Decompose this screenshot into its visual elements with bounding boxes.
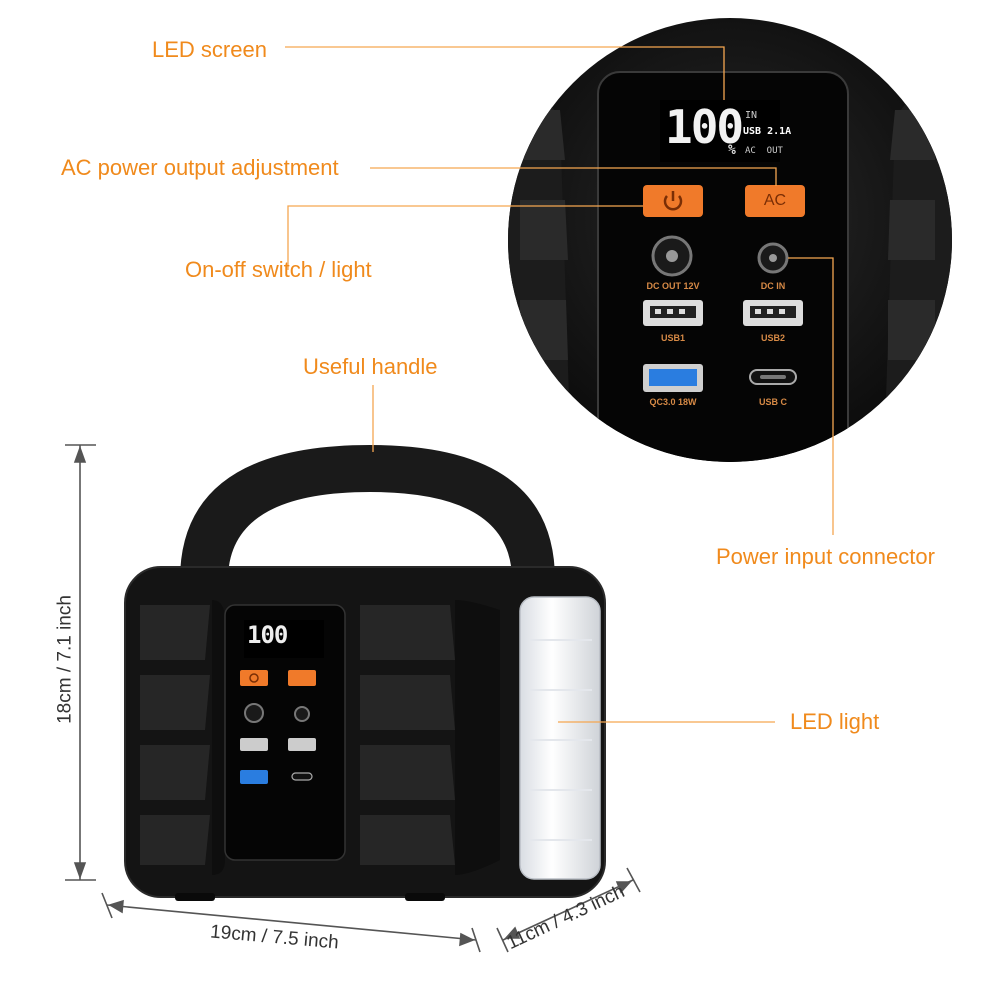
callout-ac-adjust: AC power output adjustment [61,155,339,180]
callout-led-light: LED light [790,709,880,734]
zoom-lcd-usb: USB 2.1A [743,126,792,137]
zoom-dc-in-port [757,242,789,274]
front-panel [224,604,346,861]
zoom-circle [508,18,952,462]
small-power-button[interactable] [240,670,268,686]
zoom-usb2-port [743,300,803,326]
small-qc-port [240,770,268,784]
foot-left [175,893,215,901]
small-usb2-port [288,738,316,751]
zoom-lcd-value: 100 [665,100,744,154]
zoom-lcd-percent: % [728,143,736,158]
callout-led-screen: LED screen [152,37,267,62]
right-grip [360,600,500,875]
small-usb1-port [240,738,268,751]
left-grip [140,600,225,875]
small-usbc-port [291,772,313,781]
dimension-height: 18cm / 7.1 inch [54,595,76,724]
leader-lines [285,46,834,723]
zoom-dc-in-label: DC IN [760,281,786,291]
zoom-lcd-acout: AC OUT [745,146,783,156]
led-light-panel [519,596,601,880]
callout-onoff: On-off switch / light [185,257,372,282]
small-dc-in-port [294,706,310,722]
zoom-power-icon [663,191,683,211]
small-lcd [244,620,324,658]
zoom-usb1-port [643,300,703,326]
zoom-usb1-label: USB1 [660,333,685,343]
dimension-lines [65,444,641,953]
zoom-qc-label: QC3.0 18W [649,397,697,407]
zoom-usb2-label: USB2 [760,333,785,343]
zoom-ac-label: AC [763,192,787,209]
zoom-dc-out-port [651,235,693,277]
small-ac-button[interactable] [288,670,316,686]
small-dc-out-port [244,703,264,723]
small-power-icon [249,673,259,683]
zoom-ac-button[interactable] [745,185,805,217]
zoom-dc-out-label: DC OUT 12V [646,281,700,291]
small-lcd-value: 100 [247,621,288,649]
callout-power-input: Power input connector [716,544,935,569]
zoom-lcd-in: IN [745,110,758,121]
callout-handle: Useful handle [303,354,438,379]
zoom-lcd [660,100,780,162]
handle [180,445,555,580]
zoom-usbc-port [749,369,797,385]
foot-right [405,893,445,901]
zoom-qc-port [643,364,703,392]
zoom-usbc-label: USB C [758,397,787,407]
